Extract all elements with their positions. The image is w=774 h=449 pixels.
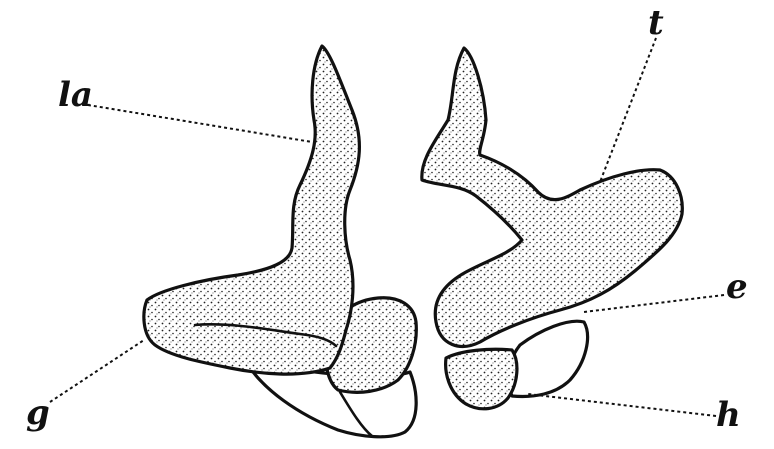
label-h: h bbox=[716, 395, 741, 435]
left-lower-lobe-crease bbox=[338, 390, 374, 438]
leader-la bbox=[81, 103, 313, 143]
left-main-fold bbox=[193, 323, 338, 348]
leader-g bbox=[49, 339, 145, 403]
leader-e bbox=[583, 294, 725, 313]
label-t: t bbox=[648, 3, 664, 43]
left-main-body bbox=[142, 44, 361, 376]
label-g: g bbox=[26, 393, 50, 433]
label-e: e bbox=[726, 267, 748, 307]
right-structure bbox=[420, 46, 684, 411]
right-lower-stippled-lobe bbox=[444, 347, 519, 411]
label-la: la bbox=[58, 75, 93, 115]
leader-t bbox=[599, 37, 657, 183]
leader-h bbox=[527, 393, 717, 417]
left-structure bbox=[142, 44, 418, 439]
right-main-body bbox=[420, 46, 684, 348]
right-lower-lobe bbox=[506, 319, 590, 399]
